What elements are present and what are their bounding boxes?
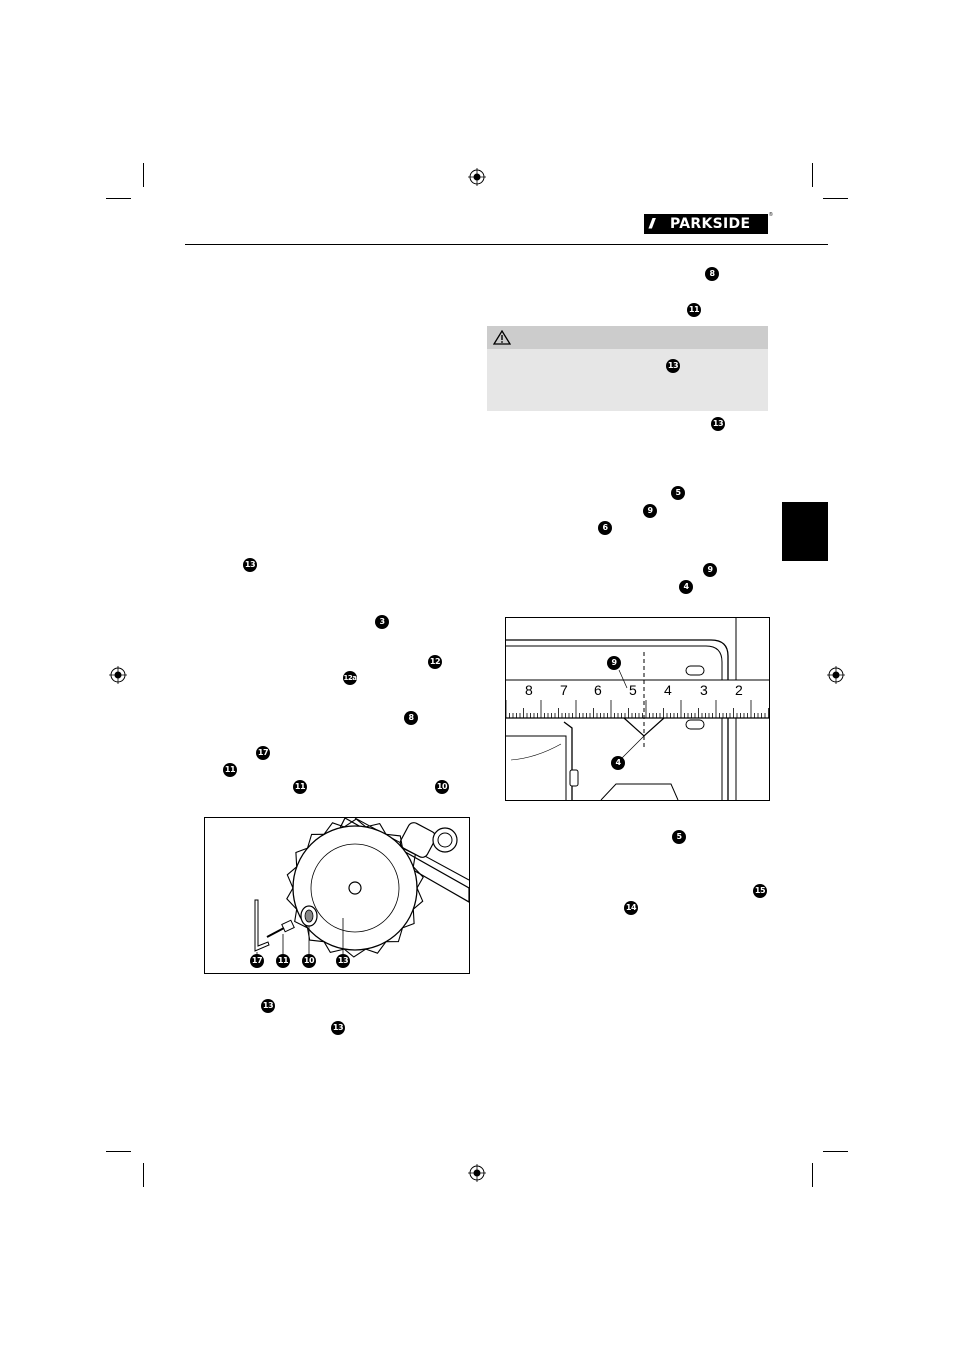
registration-mark-icon: [827, 666, 845, 684]
reference-marker: 15: [753, 884, 767, 898]
scale-tick-label: 8: [525, 682, 533, 698]
figure-cutting-scale: 8 7 6 5 4 3 2 9 4: [505, 617, 770, 801]
registration-mark-icon: [468, 168, 486, 186]
scale-tick-label: 3: [700, 682, 708, 698]
warning-box: [487, 326, 768, 411]
warning-header: [487, 326, 768, 349]
brand-logo: /// PARKSIDE: [644, 214, 768, 234]
saw-tooth: [306, 927, 325, 943]
saw-tooth: [402, 847, 416, 867]
reference-marker: 11: [293, 780, 307, 794]
scale-tick-label: 7: [560, 682, 568, 698]
reference-marker: 10: [435, 780, 449, 794]
crop-mark: [823, 1151, 848, 1152]
figure-blade-assembly: 17 11 10 13: [204, 817, 470, 974]
crop-mark: [106, 198, 131, 199]
figure-label: 9: [607, 656, 621, 670]
saw-tooth: [365, 822, 387, 835]
header-rule: [185, 244, 828, 245]
reference-marker: 4: [679, 580, 693, 594]
reference-marker: 13: [261, 999, 275, 1013]
saw-tooth: [385, 927, 404, 943]
warning-triangle-icon: [493, 330, 511, 345]
reference-marker: 12a: [343, 671, 357, 685]
reference-marker: 3: [375, 615, 389, 629]
saw-tooth: [412, 887, 424, 910]
blade-illustration: [254, 818, 469, 958]
saw-tooth: [412, 866, 424, 889]
logo-slashes: ///: [649, 215, 654, 231]
scale-tick-label: 2: [735, 682, 743, 698]
saw-tooth: [286, 887, 298, 910]
scale-illustration: [506, 618, 769, 800]
reference-marker: 6: [598, 521, 612, 535]
reference-marker: 9: [703, 563, 717, 577]
crop-mark: [812, 163, 813, 187]
saw-tooth: [402, 909, 415, 929]
crop-mark: [106, 1151, 131, 1152]
crop-mark: [143, 163, 144, 187]
saw-tooth: [286, 866, 298, 889]
crop-mark: [812, 1163, 813, 1187]
saw-tooth: [295, 847, 308, 867]
saw-tooth: [365, 941, 387, 954]
registration-mark-icon: [468, 1164, 486, 1182]
reference-marker: 14: [624, 901, 638, 915]
reference-marker: 13: [243, 558, 257, 572]
reference-marker: 8: [404, 711, 418, 725]
reference-marker: 11: [687, 303, 701, 317]
reference-marker: 13: [666, 359, 680, 373]
language-tab: [782, 502, 828, 561]
reference-marker: 17: [256, 746, 270, 760]
crop-mark: [823, 198, 848, 199]
reference-marker: 11: [223, 763, 237, 777]
trademark-symbol: ®: [769, 212, 773, 218]
crop-mark: [143, 1163, 144, 1187]
saw-tooth: [343, 948, 367, 958]
saw-tooth: [306, 833, 325, 849]
figure-label: 13: [336, 954, 350, 968]
saw-tooth: [294, 909, 308, 929]
saw-tooth: [323, 941, 345, 954]
reference-marker: 9: [643, 504, 657, 518]
reference-marker: 5: [671, 486, 685, 500]
reference-marker: 13: [711, 417, 725, 431]
registration-mark-icon: [109, 666, 127, 684]
figure-label: 17: [250, 954, 264, 968]
saw-tooth: [323, 822, 345, 835]
reference-marker: 12: [428, 655, 442, 669]
reference-marker: 8: [705, 267, 719, 281]
figure-label: 10: [302, 954, 316, 968]
logo-text: PARKSIDE: [670, 216, 751, 232]
figure-label: 4: [611, 756, 625, 770]
scale-tick-label: 4: [664, 682, 672, 698]
scale-tick-label: 6: [594, 682, 602, 698]
figure-label: 11: [276, 954, 290, 968]
reference-marker: 5: [672, 830, 686, 844]
saw-tooth: [385, 833, 404, 849]
scale-tick-label: 5: [629, 682, 637, 698]
saw-tooth: [343, 818, 367, 828]
reference-marker: 13: [331, 1021, 345, 1035]
